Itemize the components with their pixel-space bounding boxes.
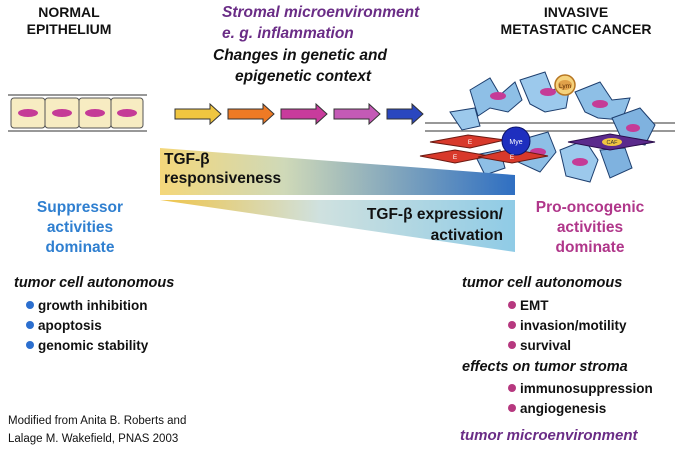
- list-item-text: invasion/motility: [520, 318, 627, 333]
- right-list-stroma: immunosuppression angiogenesis: [508, 379, 653, 419]
- header-line: EPITHELIUM: [26, 21, 112, 37]
- e-cell-label: E: [453, 154, 458, 161]
- epigenetic-label: epigenetic context: [235, 68, 372, 85]
- stromal-label: Stromal microenvironment: [222, 4, 420, 21]
- list-item: angiogenesis: [508, 399, 653, 419]
- genetic-changes-label: Changes in genetic and: [213, 47, 387, 64]
- list-item: genomic stability: [26, 336, 148, 356]
- e-cell-label: E: [510, 154, 515, 161]
- stroma-heading: effects on tumor stroma: [462, 359, 628, 375]
- header-line: INVASIVE: [543, 4, 609, 20]
- bullet-dot: [26, 301, 34, 309]
- bullet-dot: [26, 321, 34, 329]
- left-list-heading: tumor cell autonomous: [14, 275, 175, 291]
- list-item: apoptosis: [26, 316, 148, 336]
- label-line: TGF-β: [164, 151, 210, 168]
- list-item-text: immunosuppression: [520, 381, 653, 396]
- tgf-responsiveness-wedge: [160, 148, 515, 195]
- bullet-dot: [508, 301, 516, 309]
- list-item-text: EMT: [520, 298, 549, 313]
- mye-cell-label: Mye: [509, 139, 522, 146]
- list-item: growth inhibition: [26, 296, 148, 316]
- label-line: responsiveness: [164, 170, 282, 187]
- progression-arrows: [174, 102, 424, 126]
- list-item: EMT: [508, 296, 627, 316]
- normal-epithelium-label: NORMAL EPITHELIUM: [14, 4, 124, 38]
- caf-cell-label: CAF: [607, 140, 619, 146]
- citation: Modified from Anita B. Roberts and Lalag…: [8, 412, 186, 448]
- list-item: survival: [508, 336, 627, 356]
- list-item-text: growth inhibition: [38, 298, 148, 313]
- label-line: activities: [556, 219, 624, 236]
- suppressor-label: Suppressor activities dominate: [20, 198, 140, 258]
- tgf-expression-label: TGF-β expression/ activation: [343, 204, 503, 246]
- label-line: TGF-β expression/: [366, 206, 503, 223]
- bullet-dot: [26, 341, 34, 349]
- e-cell-label: E: [468, 139, 473, 146]
- header-line: NORMAL: [38, 4, 100, 20]
- list-item-text: apoptosis: [38, 318, 102, 333]
- right-list-heading: tumor cell autonomous: [462, 275, 623, 291]
- list-item: invasion/motility: [508, 316, 627, 336]
- label-line: dominate: [45, 239, 115, 256]
- pro-oncogenic-label: Pro-oncogenic activities dominate: [522, 198, 658, 258]
- label-line: activities: [46, 219, 114, 236]
- label-line: Suppressor: [36, 199, 124, 216]
- epithelium-cells: [8, 94, 147, 132]
- header-line: METASTATIC CANCER: [500, 21, 652, 37]
- list-item: immunosuppression: [508, 379, 653, 399]
- label-line: activation: [430, 227, 503, 244]
- list-item-text: survival: [520, 338, 572, 353]
- label-line: dominate: [555, 239, 625, 256]
- invasive-cancer-label: INVASIVE METASTATIC CANCER: [478, 4, 674, 38]
- tgf-responsiveness-label: TGF-β responsiveness: [164, 150, 281, 188]
- right-list-autonomous: EMT invasion/motility survival: [508, 296, 627, 356]
- tumor-microenvironment-label: tumor microenvironment: [460, 427, 638, 444]
- left-list: growth inhibition apoptosis genomic stab…: [26, 296, 148, 356]
- list-item-text: genomic stability: [38, 338, 149, 353]
- citation-line: Lalage M. Wakefield, PNAS 2003: [8, 433, 179, 445]
- citation-line: Modified from Anita B. Roberts and: [8, 415, 187, 427]
- bullet-dot: [508, 341, 516, 349]
- inflammation-label: e. g. inflammation: [222, 25, 354, 42]
- bullet-dot: [508, 384, 516, 392]
- label-line: Pro-oncogenic: [535, 199, 645, 216]
- list-item-text: angiogenesis: [520, 401, 607, 416]
- bullet-dot: [508, 321, 516, 329]
- lym-cell-label: Lym: [559, 83, 571, 90]
- cancer-cluster: [419, 71, 675, 183]
- bullet-dot: [508, 404, 516, 412]
- tgf-expression-wedge: [160, 200, 515, 252]
